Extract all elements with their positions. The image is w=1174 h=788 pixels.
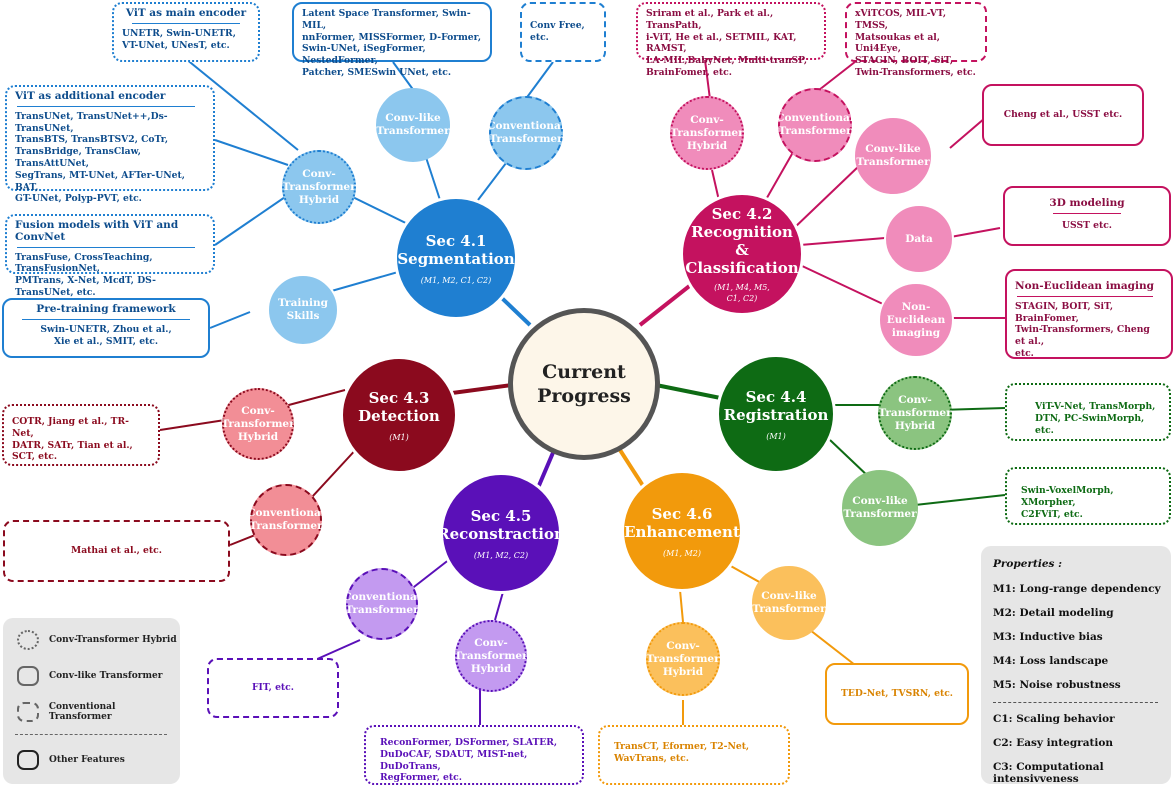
current-progress-node: Current Progress (508, 308, 660, 460)
rec-hybrid-box: Sriram et al., Park et al., TransPath,i-… (636, 2, 826, 78)
rec-line3: Classification (685, 259, 799, 277)
recon-hybrid-box: ReconFormer, DSFormer, SLATER,DuDoCAF, S… (364, 725, 584, 785)
fusion-models-box: Fusion models with ViT and ConvNet Trans… (5, 214, 215, 298)
enh-line2: Enhancement (624, 522, 740, 541)
rec-props2: C1, C2) (726, 294, 758, 303)
properties-panel: Properties : M1: Long-range dependency M… (981, 546, 1171, 785)
legend-conventional: Conventional Transformer (17, 702, 180, 722)
legend-convlike: Conv-like Transformer (17, 666, 162, 686)
center-line2: Progress (537, 385, 631, 407)
rec-3d-modeling-box: 3D modeling USST etc. (1003, 186, 1171, 246)
det-hybrid-box: COTR, Jiang et al., TR-Net,DATR, SATr, T… (2, 404, 160, 466)
enh-props: (M1, M2) (663, 548, 701, 558)
enh-hybrid-box: TransCT, Eformer, T2-Net,WavTrans, etc. (598, 725, 790, 785)
recognition-node: Sec 4.2 Recognition & Classification (M1… (680, 192, 804, 316)
recon-line2: Reconstraction (437, 524, 565, 543)
det-line1: Sec 4.3 (368, 388, 430, 407)
prop-c3: C3: Computational intensivveness (993, 761, 1104, 785)
seg-conv-free-box: Conv Free, etc. (520, 2, 606, 62)
det-props: (M1) (389, 432, 409, 442)
reconstraction-node: Sec 4.5 Reconstraction (M1, M2, C2) (437, 472, 565, 594)
registration-node: Sec 4.4 Registration (M1) (716, 354, 836, 474)
pretraining-box: Pre-training framework Swin-UNETR, Zhou … (2, 298, 210, 358)
segmentation-node: Sec 4.1 Segmentation (M1, M2, C1, C2) (394, 196, 518, 320)
reg-props: (M1) (766, 431, 786, 441)
prop-c2: C2: Easy integration (993, 737, 1113, 749)
rec-line2: Recognition & (691, 223, 793, 259)
reg-convlike-box: Swin-VoxelMorph, XMorpher,C2FViT, etc. (1005, 467, 1171, 525)
seg-line1: Sec 4.1 (425, 231, 487, 250)
prop-m4: M4: Loss landscape (993, 655, 1109, 667)
rec-line1: Sec 4.2 (711, 205, 773, 223)
prop-c1: C1: Scaling behavior (993, 713, 1115, 725)
reg-hybrid-box: ViT-V-Net, TransMorph,DTN, PC-SwinMorph,… (1005, 383, 1171, 441)
detection-node: Sec 4.3 Detection (M1) (340, 356, 458, 474)
seg-line2: Segmentation (397, 249, 515, 268)
recon-line1: Sec 4.5 (470, 506, 532, 525)
prop-m1: M1: Long-range dependency (993, 583, 1161, 595)
center-line1: Current (542, 361, 626, 383)
legend: Conv-Transformer Hybrid Conv-like Transf… (3, 618, 180, 784)
prop-m2: M2: Detail modeling (993, 607, 1114, 619)
recon-props: (M1, M2, C2) (473, 550, 529, 560)
rec-noneuclidean-box: Non-Euclidean imaging STAGIN, BOIT, SiT,… (1005, 269, 1173, 359)
reg-line2: Registration (723, 405, 829, 424)
recon-conventional-box: FIT, etc. (207, 658, 339, 718)
properties-title: Properties : (993, 558, 1062, 570)
reg-line1: Sec 4.4 (745, 387, 807, 406)
det-line2: Detection (358, 406, 440, 425)
rec-props: (M1, M4, M5, (714, 283, 770, 292)
det-conventional-box: Mathai et al., etc. (3, 520, 230, 582)
prop-m5: M5: Noise robustness (993, 679, 1121, 691)
rec-convlike-box: Cheng et al., USST etc. (982, 84, 1144, 146)
vit-main-encoder-box: ViT as main encoder UNETR, Swin-UNETR,VT… (112, 2, 260, 62)
vit-additional-encoder-box: ViT as additional encoder TransUNet, Tra… (5, 85, 215, 204)
rec-data-node: Data (884, 204, 954, 274)
prop-m3: M3: Inductive bias (993, 631, 1103, 643)
enh-line1: Sec 4.6 (651, 504, 713, 523)
seg-props: (M1, M2, C1, C2) (420, 275, 492, 285)
seg-convlike-box: Latent Space Transformer, Swin-MIL,nnFor… (292, 2, 492, 78)
legend-other: Other Features (17, 750, 125, 770)
rec-conventional-box: xViTCOS, MIL-VT, TMSS,Matsoukas et al, U… (845, 2, 987, 78)
enhancement-node: Sec 4.6 Enhancement (M1, M2) (621, 470, 743, 592)
enh-convlike-box: TED-Net, TVSRN, etc. (825, 663, 969, 725)
legend-hybrid: Conv-Transformer Hybrid (17, 630, 177, 650)
